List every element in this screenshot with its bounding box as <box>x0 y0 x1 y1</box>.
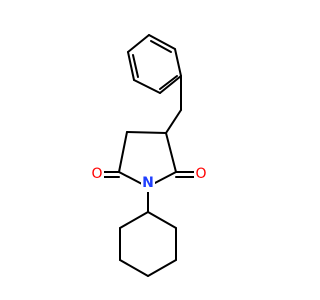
nitrogen-label-bg <box>141 174 155 192</box>
ch2-to-c3-bond <box>165 109 182 134</box>
bonds <box>103 34 195 277</box>
bond <box>147 259 177 277</box>
nitrogen-atom: N <box>142 175 154 191</box>
bond <box>152 171 177 185</box>
succinimide-ring <box>118 131 177 185</box>
bond <box>127 34 150 53</box>
bond <box>127 51 135 81</box>
bond <box>118 131 128 173</box>
atom-labels: N O O <box>91 165 207 192</box>
bond <box>148 34 176 50</box>
bond <box>147 211 177 229</box>
aromatic-inner-bond <box>132 54 139 78</box>
structure-diagram: N O O <box>91 34 207 277</box>
cyclohexane-ring <box>119 211 177 277</box>
benzene-ring <box>127 34 182 94</box>
bond <box>133 79 161 94</box>
aromatic-inner-bond <box>159 75 178 90</box>
bond <box>165 132 177 173</box>
bond <box>126 131 167 134</box>
bond <box>174 48 182 77</box>
bond <box>118 171 143 185</box>
oxygen-right-atom: O <box>195 166 206 182</box>
bond <box>119 259 149 277</box>
bond <box>119 211 149 229</box>
bond <box>159 75 182 94</box>
aromatic-inner-bond <box>150 40 172 53</box>
oxygen-left-label-bg <box>91 165 104 183</box>
oxygen-right-label-bg <box>194 165 207 183</box>
oxygen-left-atom: O <box>91 166 102 182</box>
